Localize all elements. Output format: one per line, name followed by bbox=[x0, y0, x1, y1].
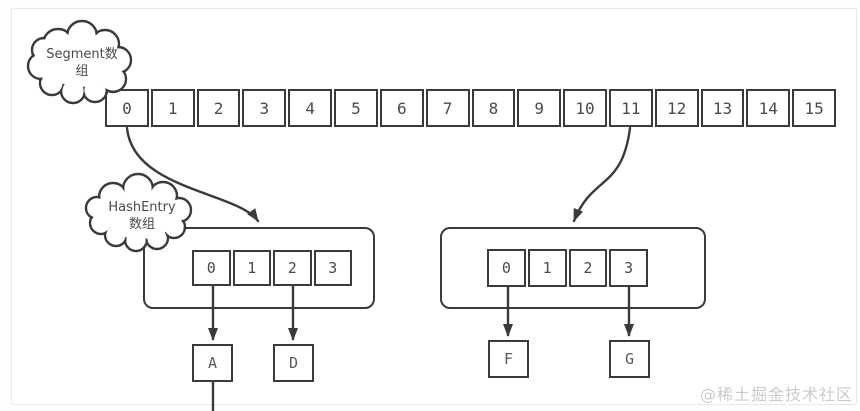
node-box-d: D bbox=[273, 344, 314, 382]
watermark: @稀土掘金技术社区 bbox=[699, 385, 853, 404]
diagram-frame bbox=[11, 8, 857, 405]
segment-cell-2: 2 bbox=[196, 89, 241, 127]
segment-cell-8: 8 bbox=[471, 89, 516, 127]
segment-cell-10: 10 bbox=[563, 89, 607, 127]
left-bucket-cell-2: 2 bbox=[273, 250, 312, 286]
hashentry-array-left: 0 1 2 3 bbox=[192, 250, 352, 286]
segment-cell-13: 13 bbox=[700, 89, 745, 127]
segment-cell-14: 14 bbox=[746, 89, 791, 127]
segment-array: 0 1 2 3 4 5 6 7 8 9 10 11 12 13 14 15 bbox=[105, 89, 836, 127]
right-bucket-cell-1: 1 bbox=[527, 249, 567, 287]
segment-cell-15: 15 bbox=[792, 89, 836, 127]
node-box-g: G bbox=[609, 340, 650, 378]
segment-cell-9: 9 bbox=[517, 89, 562, 127]
segment-cell-11: 11 bbox=[608, 89, 653, 127]
hashentry-array-right: 0 1 2 3 bbox=[487, 249, 648, 287]
node-box-a: A bbox=[192, 344, 233, 382]
segment-cell-5: 5 bbox=[334, 89, 378, 127]
segment-cell-3: 3 bbox=[242, 89, 287, 127]
segment-cell-12: 12 bbox=[654, 89, 699, 127]
right-bucket-cell-0: 0 bbox=[487, 249, 526, 287]
right-bucket-cell-2: 2 bbox=[568, 249, 608, 287]
segment-cell-7: 7 bbox=[425, 89, 470, 127]
segment-cell-0: 0 bbox=[105, 89, 149, 127]
left-bucket-cell-3: 3 bbox=[313, 250, 352, 286]
left-bucket-cell-0: 0 bbox=[192, 250, 231, 286]
segment-cell-6: 6 bbox=[379, 89, 424, 127]
segment-cell-1: 1 bbox=[150, 89, 195, 127]
node-box-f: F bbox=[488, 340, 529, 378]
segment-cell-4: 4 bbox=[288, 89, 333, 127]
right-bucket-cell-3: 3 bbox=[609, 249, 648, 287]
left-bucket-cell-1: 1 bbox=[232, 250, 271, 286]
